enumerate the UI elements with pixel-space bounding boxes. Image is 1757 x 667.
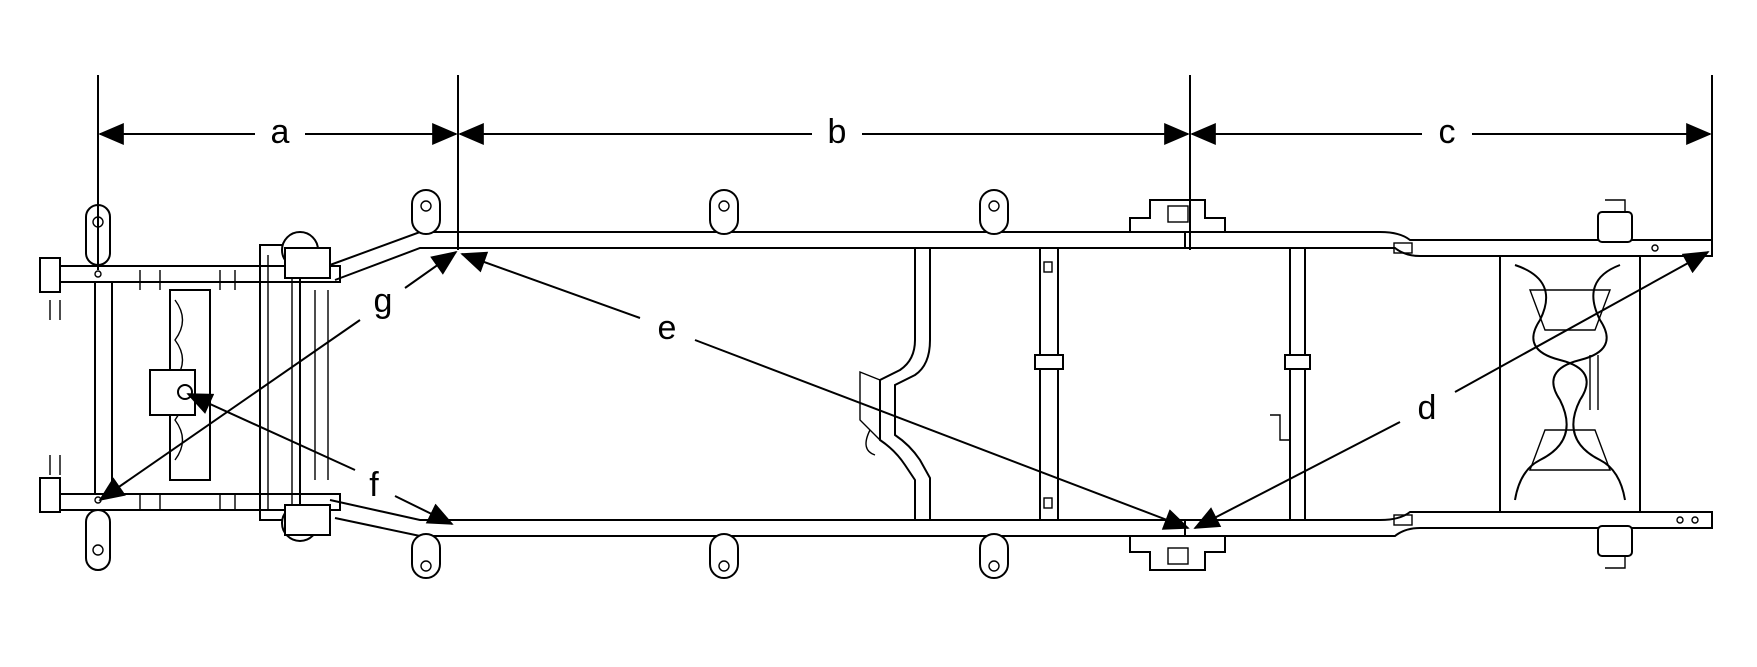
dimension-a: a: [98, 113, 458, 151]
dimension-f: f: [186, 393, 454, 525]
dimension-d: d: [1193, 251, 1710, 529]
label-c: c: [1439, 113, 1456, 151]
label-a: a: [271, 113, 290, 151]
label-d: d: [1418, 389, 1437, 427]
dimension-e: e: [460, 251, 1190, 530]
extension-lines: [97, 75, 1713, 270]
vehicle-frame: [39, 189, 1713, 579]
label-b: b: [828, 113, 847, 151]
dimension-b: b: [458, 113, 1190, 151]
label-g: g: [374, 282, 393, 320]
label-f: f: [369, 466, 379, 504]
dimension-g: g: [98, 250, 458, 502]
dimension-c: c: [1190, 113, 1712, 151]
label-e: e: [658, 309, 677, 347]
